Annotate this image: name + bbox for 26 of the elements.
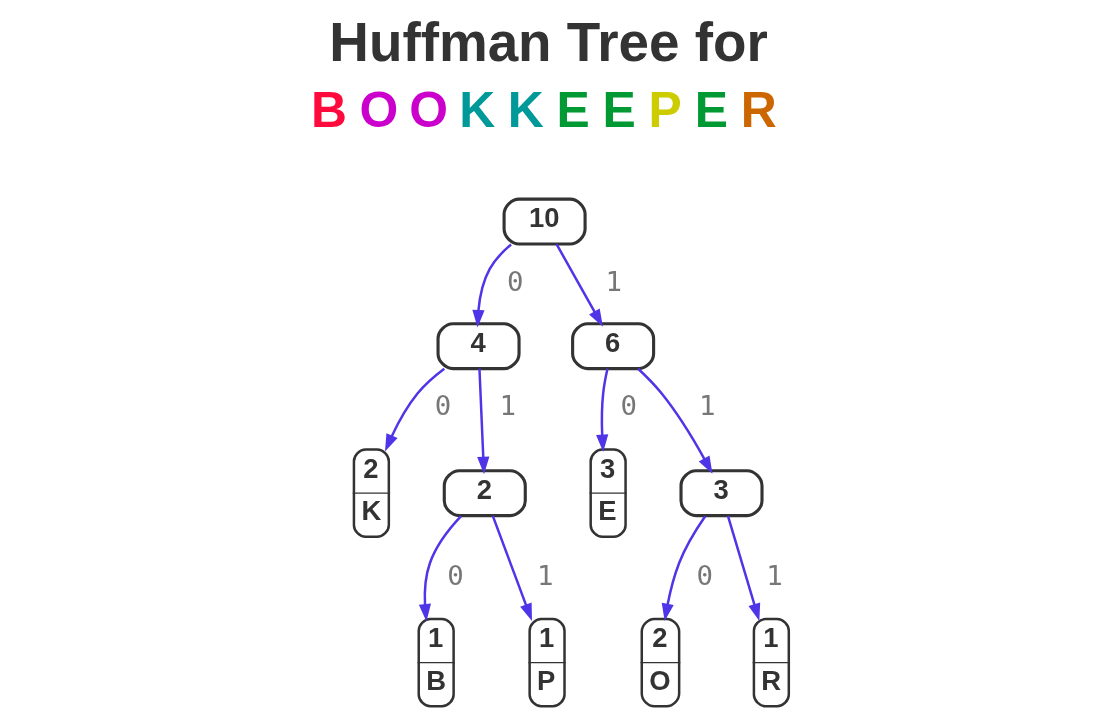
arrow — [491, 515, 532, 622]
arrow — [418, 515, 462, 622]
edge-label: 1 — [604, 265, 622, 297]
arrow — [384, 367, 445, 452]
edge-label: 1 — [536, 559, 553, 591]
edge-label: 0 — [695, 559, 713, 591]
edge-label: 0 — [446, 559, 464, 591]
arrow — [661, 515, 706, 622]
arrow — [595, 368, 609, 453]
node-box: 10 — [502, 197, 587, 246]
edge-label: 0 — [619, 390, 637, 422]
edge-label: 1 — [765, 559, 783, 591]
arrow — [471, 243, 512, 328]
arrow — [554, 243, 603, 327]
edge-label: 1 — [499, 390, 516, 422]
diagram-title: Huffman Tree for — [328, 11, 768, 74]
edge-label: 1 — [698, 390, 715, 422]
edge-label: 0 — [506, 265, 524, 297]
edge-label: 0 — [434, 390, 451, 422]
node-box: 4 — [436, 322, 521, 371]
arrow — [726, 515, 760, 622]
arrow — [636, 367, 712, 474]
arrow — [476, 368, 489, 475]
node-box: 6 — [570, 322, 655, 371]
node-box: 2 — [442, 469, 527, 518]
node-box: 3 — [678, 469, 764, 518]
